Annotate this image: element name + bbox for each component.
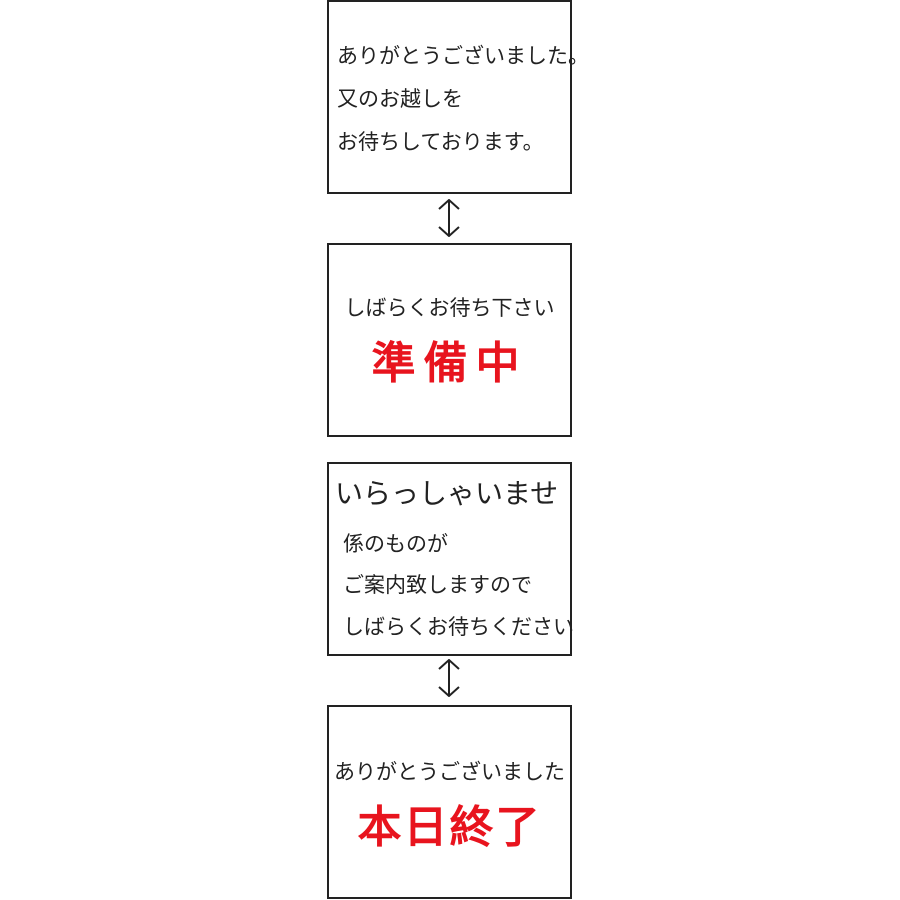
double-arrow-icon [438, 659, 460, 697]
sign-highlight: 準備中 [371, 338, 528, 389]
double-arrow-icon [438, 199, 460, 237]
sign-preparing: しばらくお待ち下さい 準備中 [327, 243, 572, 437]
sign-closed-today: ありがとうございました 本日終了 [327, 705, 572, 899]
sign-thank-you-come-again: ありがとうございました。 又のお越しを お待ちしております。 [327, 0, 589, 194]
sign-text: お待ちしております。 [337, 130, 544, 154]
sign-text: しばらくお待ち下さい [344, 296, 555, 320]
sign-text: ありがとうございました [334, 760, 565, 784]
sign-highlight: 本日終了 [357, 802, 542, 853]
sign-text: 係のものが [343, 532, 448, 556]
sign-text: 又のお越しを [337, 87, 463, 111]
sign-text: ご案内致しますので [343, 573, 532, 597]
sign-text: いらっしゃいませ [335, 477, 559, 510]
sign-text: ありがとうございました。 [337, 44, 589, 68]
sign-text: しばらくお待ちください [343, 615, 574, 639]
sign-welcome-please-wait: いらっしゃいませ 係のものが ご案内致しますので しばらくお待ちください [327, 462, 574, 656]
